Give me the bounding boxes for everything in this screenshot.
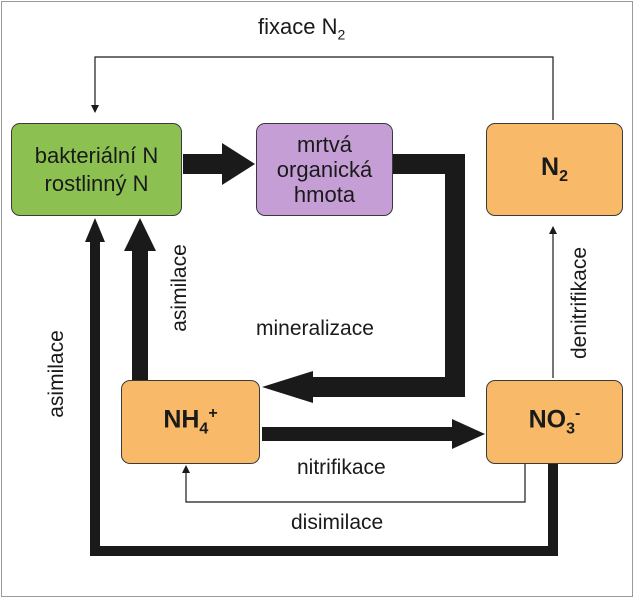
mineralization-arrow [262,154,465,403]
assimilation-nh4-label: asimilace [168,244,191,332]
dissimilation-arrow [182,462,526,503]
assimilation-no3-arrow [85,218,558,556]
dead-matter-line2: organická [276,157,373,182]
dead-matter-line3: hmota [293,182,356,207]
n2-formula: N2 [541,153,568,185]
nitrification-label: nitrifikace [297,456,386,479]
plant-n-label: rostlinný N [44,170,149,196]
no3-box: NO3- [486,380,623,464]
mineralization-label: mineralizace [256,317,374,340]
n2-box: N2 [486,123,623,216]
dead-matter-line1: mrtvá [297,132,352,157]
denitrification-label: denitrifikace [568,246,591,360]
nh4-formula: NH4+ [163,405,218,438]
dead-organic-matter-box: mrtvá organická hmota [256,123,393,216]
fixation-label: fixace N2 [258,14,346,43]
assimilation-nh4-arrow [124,218,156,380]
dissimilation-label: disimilace [291,511,384,534]
no3-formula: NO3- [528,405,581,438]
assimilation-no3-label: asimilace [45,330,68,418]
decay-arrow [183,143,255,185]
nitrification-arrow [262,419,485,449]
nh4-box: NH4+ [121,380,260,464]
bacterial-n-label: bakteriální N [34,142,159,168]
fixation-arrow [91,56,554,120]
bacterial-plant-n-box: bakteriální N rostlinný N [11,123,182,216]
